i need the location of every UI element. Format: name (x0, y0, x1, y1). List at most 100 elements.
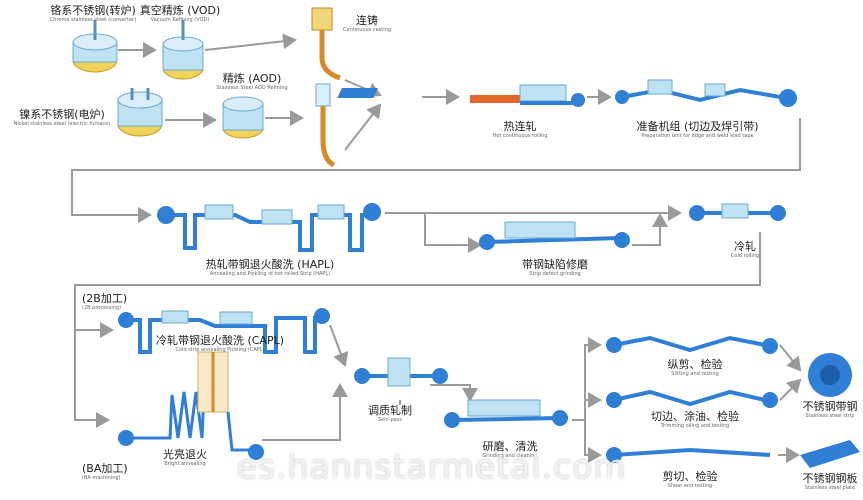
ba-label: (BA加工) (BA machining) (82, 462, 142, 482)
ba-title: (BA加工) (82, 462, 128, 475)
flow-arrow (779, 344, 802, 372)
flow-arrow (262, 383, 348, 441)
bright-annealing-label: 光亮退火 Bright annealing (150, 448, 220, 468)
caster-title: 连铸 (356, 14, 378, 27)
preparation-unit-icon (615, 79, 797, 107)
converter-icon (72, 20, 118, 73)
coil-title: 不锈钢带钢 (802, 400, 858, 413)
trimming-subtitle: Trimming oiling and testing (660, 423, 730, 429)
hot-rolling-title: 热连轧 (503, 120, 537, 133)
flow-arrow (74, 232, 761, 310)
flow-arrow (779, 378, 802, 401)
defect-grinding-label: 带钢缺陷修磨 Strip defect grinding (500, 258, 610, 278)
nickel-steel-title: 镍系不锈钢(电炉) (19, 108, 105, 121)
flow-arrow (71, 118, 801, 223)
continuous-caster-icon (311, 7, 341, 168)
nickel-furnace-icon (117, 88, 163, 137)
grinding-line-icon (479, 221, 630, 250)
capl-title: 冷轧带钢退火酸洗 (CAPL) (155, 334, 285, 347)
hot-rolling-label: 热连轧 Hot continuous rolling (470, 120, 570, 140)
prep-unit-subtitle: Preparation unit for edge and weld lead … (641, 133, 754, 139)
trimming-label: 切边、涂油、检验 Trimming oiling and testing (635, 410, 755, 430)
flow-arrow (344, 103, 382, 151)
chrome-steel-label: 铬系不锈钢(转炉) Chrome stainless steel (conver… (18, 4, 168, 24)
flow-arrow (204, 33, 297, 51)
caster-subtitle: Continuous casting (343, 27, 391, 33)
capl-subtitle: Cold strip annealing Pickling (CAPL) (175, 347, 265, 353)
cold-rolling-title: 冷轧 (734, 240, 756, 253)
slitting-subtitle: Slitting and testing (671, 371, 719, 377)
flow-arrow (632, 213, 668, 246)
vod-vessel-icon (162, 20, 204, 80)
vod-label: 真空精炼 (VOD) Vacuum Refining (VOD) (120, 4, 240, 24)
skin-pass-mill-icon (354, 357, 448, 387)
2b-subtitle: (2B processing) (82, 305, 122, 311)
shearing-title: 剪切、检验 (662, 470, 718, 483)
trimming-line-icon (606, 389, 778, 408)
nickel-steel-label: 镍系不锈钢(电炉) Nickel stainless steel (electr… (2, 108, 122, 128)
chrome-steel-title: 铬系不锈钢(转炉) (50, 4, 136, 17)
caster-label: 连铸 Continuous casting (332, 14, 402, 34)
capl-line-icon (118, 308, 330, 354)
bright-annealing-subtitle: Bright annealing (164, 461, 206, 467)
grind-clean-label: 研磨、清洗 Grinding and cleaning (470, 440, 550, 460)
watermark: es.hannstarmetal.com (236, 447, 627, 486)
flow-arrow (572, 337, 602, 421)
vod-title: 真空精炼 (VOD) (139, 4, 221, 17)
cold-rolling-label: 冷轧 Cold rolling (715, 240, 775, 260)
plate-title: 不锈钢钢板 (802, 472, 858, 485)
hapl-label: 热轧带钢退火酸洗 (HAPL) Annealing and Pickling o… (170, 258, 370, 278)
flow-arrow (399, 384, 470, 405)
prep-unit-title: 准备机组 (切边及焊引带) (636, 120, 759, 133)
bright-annealing-title: 光亮退火 (163, 448, 207, 461)
trimming-title: 切边、涂油、检验 (651, 410, 739, 423)
shearing-label: 剪切、检验 Shear and testing (650, 470, 730, 490)
ba-subtitle: (BA machining) (82, 475, 121, 481)
plate-label: 不锈钢钢板 Stainless steel plate (798, 472, 862, 492)
aod-vessel-icon (222, 96, 264, 139)
slitting-label: 纵剪、检验 Slitting and testing (655, 358, 735, 378)
coil-subtitle: Stainless steel strip (805, 413, 855, 419)
aod-label: 精炼 (AOD) Stainless Steel AOD Refining (192, 72, 312, 92)
flow-arrow (74, 300, 110, 428)
shearing-line-icon (606, 447, 771, 463)
hapl-title: 热轧带钢退火酸洗 (HAPL) (205, 258, 335, 271)
hot-rolling-mill-icon (470, 84, 585, 107)
cold-rolling-mill-icon (689, 203, 786, 221)
defect-grinding-title: 带钢缺陷修磨 (522, 258, 588, 271)
slitting-line-icon (606, 335, 778, 354)
steel-plate-icon (800, 440, 860, 468)
bright-annealing-furnace-icon (118, 351, 264, 460)
coil-label: 不锈钢带钢 Stainless steel strip (798, 400, 862, 420)
aod-subtitle: Stainless Steel AOD Refining (216, 85, 288, 91)
2b-label: (2B加工) (2B processing) (82, 292, 142, 312)
skin-pass-subtitle: Skin-pass (378, 417, 402, 423)
slitting-title: 纵剪、检验 (667, 358, 723, 371)
aod-title: 精炼 (AOD) (222, 72, 282, 85)
prep-unit-label: 准备机组 (切边及焊引带) Preparation unit for edge … (610, 120, 785, 140)
chrome-steel-subtitle: Chrome stainless steel (converter) (49, 17, 137, 23)
cold-rolling-subtitle: Cold rolling (730, 253, 760, 259)
grind-clean-subtitle: Grinding and cleaning (482, 453, 538, 459)
nickel-steel-subtitle: Nickel stainless steel (electric furnace… (13, 121, 111, 127)
flow-arrow (329, 324, 349, 367)
shearing-subtitle: Shear and testing (667, 483, 713, 489)
transfer-table-icon (337, 88, 378, 98)
capl-label: 冷轧带钢退火酸洗 (CAPL) Cold strip annealing Pic… (150, 334, 290, 354)
vod-subtitle: Vacuum Refining (VOD) (150, 17, 210, 23)
skin-pass-title: 调质轧制 (368, 404, 412, 417)
skin-pass-label: 调质轧制 Skin-pass (355, 404, 425, 424)
flow-arrow (584, 420, 602, 463)
hapl-subtitle: Annealing and Pickling of hot rolled Str… (209, 271, 331, 277)
hot-rolling-subtitle: Hot continuous rolling (492, 133, 548, 139)
hapl-line-icon (157, 203, 381, 252)
steel-coil-icon (808, 353, 852, 397)
grinding-cleaning-line-icon (444, 399, 568, 428)
2b-title: (2B加工) (82, 292, 128, 305)
flow-arrow (424, 213, 482, 253)
grind-clean-title: 研磨、清洗 (482, 440, 538, 453)
plate-subtitle: Stainless steel plate (804, 485, 856, 491)
defect-grinding-subtitle: Strip defect grinding (529, 271, 581, 277)
